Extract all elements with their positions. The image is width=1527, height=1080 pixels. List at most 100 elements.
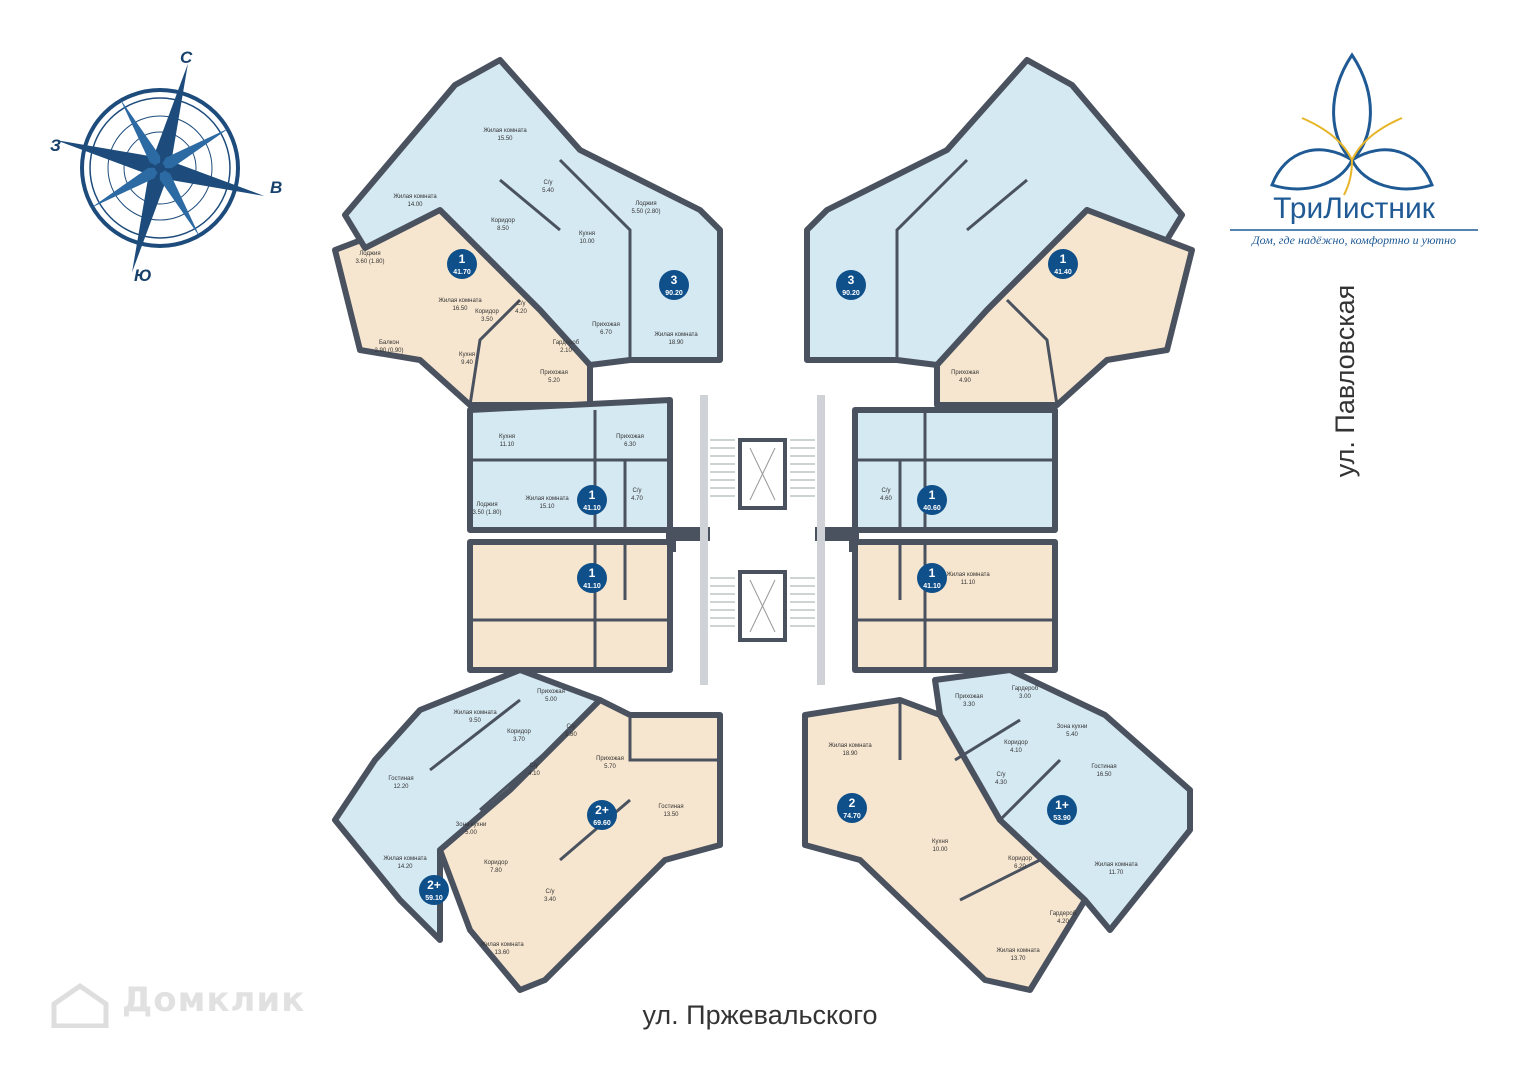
room-label: С/у 4.70	[631, 488, 643, 502]
apartment-badges: 141.70390.20390.20141.40141.10141.10140.…	[419, 249, 1078, 905]
room-label: Коридор 7.80	[484, 860, 508, 874]
badge-circle	[837, 793, 867, 823]
room-name: Жилая комната	[946, 572, 990, 578]
badge-area: 41.10	[923, 583, 941, 590]
watermark-text: Домклик	[122, 980, 306, 1020]
room-name: Прихожая	[592, 322, 620, 328]
apartment-badge[interactable]: 141.10	[917, 563, 947, 593]
badge-rooms: 1	[929, 488, 936, 502]
apartment-badge[interactable]: 141.10	[577, 485, 607, 515]
three-leaf-logo-icon	[1230, 52, 1478, 231]
room-area: 16.50	[1096, 772, 1112, 778]
room-area: 13.70	[1010, 956, 1026, 962]
badge-circle	[836, 270, 866, 300]
apartment-el-1[interactable]	[852, 539, 1058, 673]
room-area: 8.50	[497, 226, 509, 232]
room-area: 7.80	[490, 868, 502, 874]
apartment-wl-1[interactable]	[467, 539, 673, 673]
badge-area: 59.10	[425, 895, 443, 902]
room-name: Жилая комната	[438, 298, 482, 304]
badge-rooms: 3	[848, 273, 855, 287]
room-area: 4.30	[995, 780, 1007, 786]
badge-circle	[1047, 795, 1077, 825]
apartment-badge[interactable]: 141.40	[1048, 249, 1078, 279]
room-area: 10.00	[579, 239, 595, 245]
room-name: С/у	[882, 488, 891, 494]
apartment-ne-1[interactable]	[934, 207, 1195, 408]
room-name: Прихожая	[616, 434, 644, 440]
apartment-nw-3[interactable]	[342, 57, 723, 368]
compass-north-label: С	[180, 48, 193, 67]
apartment-badge[interactable]: 1+ 53.90	[1047, 795, 1077, 825]
apartment-badge[interactable]: 2+59.10	[419, 875, 449, 905]
apartment-sc-2p[interactable]	[437, 697, 723, 993]
room-name: Коридор	[1004, 740, 1028, 746]
badge-area: 41.70	[453, 269, 471, 276]
room-name: С/у	[517, 301, 526, 307]
badge-area: 90.20	[842, 290, 860, 297]
room-area: 3.60 (1.80)	[355, 259, 384, 265]
badge-area: 74.70	[843, 813, 861, 820]
room-area: 5.20	[548, 378, 560, 384]
badge-area: 40.60	[923, 505, 941, 512]
badge-circle	[587, 800, 617, 830]
badge-rooms: 3	[671, 273, 678, 287]
room-area: 4.20	[515, 309, 527, 315]
room-name: Гардероб	[1012, 686, 1039, 692]
room-label: Жилая комната 15.50	[483, 128, 527, 142]
room-name: Коридор	[475, 309, 499, 315]
interior-wall	[558, 158, 632, 360]
room-area: 4.70	[631, 496, 643, 502]
room-area: 13.60	[494, 950, 510, 956]
logo-tagline: Дом, где надёжно, комфортно и уютно	[1251, 233, 1457, 247]
room-name: Лоджия	[476, 502, 497, 508]
room-label: С/у 4.30	[995, 772, 1007, 786]
room-name: Жилая комната	[525, 496, 569, 502]
room-name: Коридор	[484, 860, 508, 866]
interior-wall	[499, 178, 561, 232]
room-area: 15.50	[497, 136, 513, 142]
apartment-se-2[interactable]	[802, 697, 1088, 993]
apartment-badge[interactable]: 140.60	[917, 485, 947, 515]
badge-area: 53.90	[1053, 815, 1071, 822]
room-name: Зона кухни	[1057, 724, 1088, 730]
room-area: 9.50	[469, 718, 481, 724]
room-name: Лоджия	[359, 251, 380, 257]
apartment-badge[interactable]: 141.10	[577, 563, 607, 593]
street-label-right: ул. Павловская	[1330, 284, 1360, 478]
room-name: Жилая комната	[483, 128, 527, 134]
room-name: Гостиная	[1091, 764, 1116, 770]
apartment-wu-1[interactable]	[467, 397, 673, 533]
room-name: Балкон	[379, 340, 399, 346]
apartment-eu-1[interactable]	[852, 407, 1058, 533]
badge-area: 90.20	[665, 290, 683, 297]
room-name: С/у	[633, 488, 642, 494]
interior-wall	[954, 718, 1021, 762]
apartment-badge[interactable]: 390.20	[659, 270, 689, 300]
apartment-badge[interactable]: 141.70	[447, 249, 477, 279]
room-name: Жилая комната	[393, 194, 437, 200]
room-name: С/у	[997, 772, 1006, 778]
apartment-badge[interactable]: 274.70	[837, 793, 867, 823]
room-area: 3.50	[481, 317, 493, 323]
room-label: Гостиная 16.50	[1091, 764, 1116, 778]
badge-rooms: 1+	[1055, 798, 1069, 812]
apartment-badge[interactable]: 390.20	[836, 270, 866, 300]
apartment-badge[interactable]: 2+69.60	[587, 800, 617, 830]
room-area: 5.50 (2.80)	[631, 209, 660, 215]
room-area: 11.10	[961, 580, 976, 586]
